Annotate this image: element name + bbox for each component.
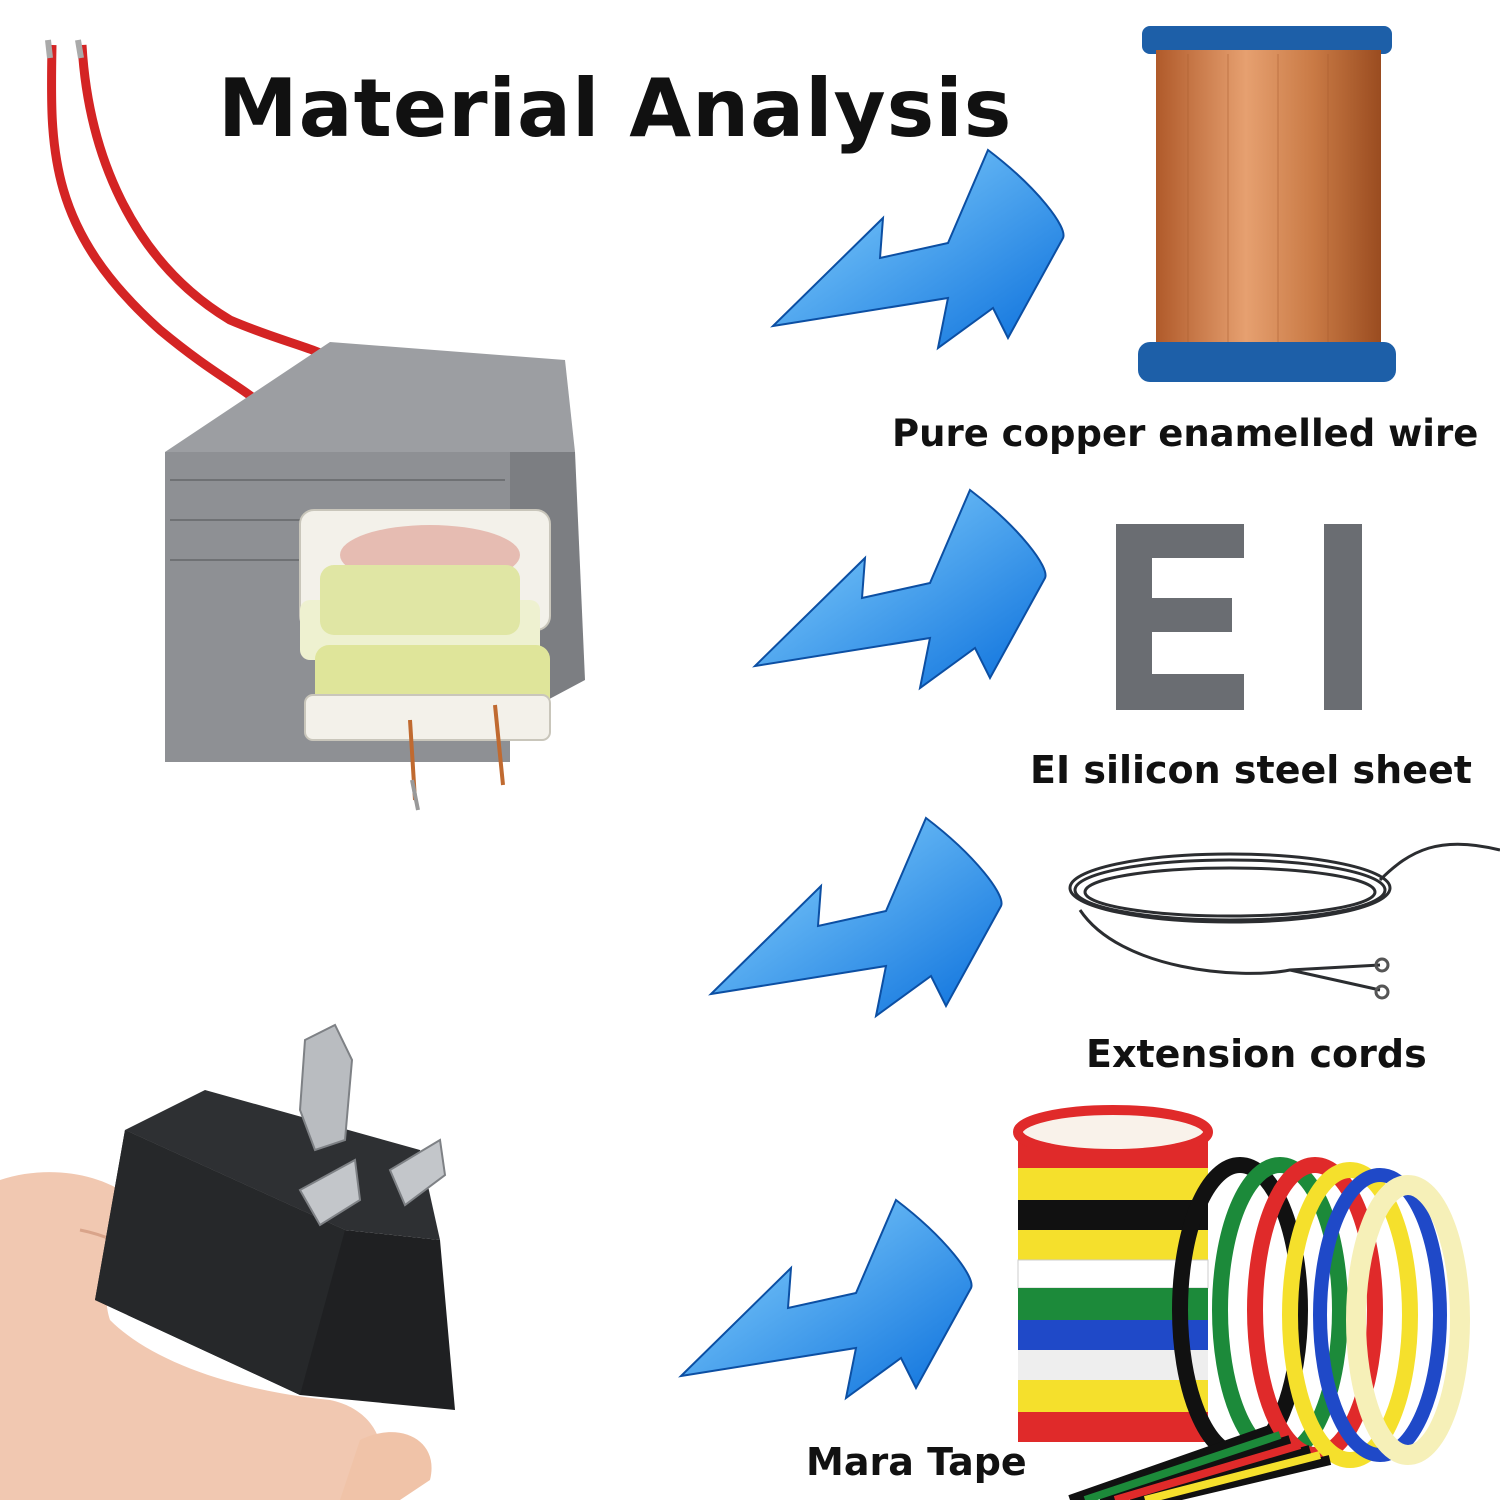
arrow-icon [678, 1198, 973, 1401]
arrow-icon [752, 488, 1047, 691]
power-adapter-image [0, 1023, 455, 1500]
copper-wire-spool-image [1138, 26, 1396, 382]
arrow-icon [770, 148, 1065, 351]
transformer-image [45, 39, 585, 811]
ei-steel-sheet-image [1116, 524, 1362, 710]
page-title: Material Analysis [218, 62, 1013, 155]
extension-cord-image [1068, 842, 1500, 1000]
arrow-icon [708, 816, 1003, 1019]
tape-rolls-image [1013, 1105, 1470, 1500]
ei-steel-sheet-label: EI silicon steel sheet [1030, 748, 1472, 792]
copper-wire-label: Pure copper enamelled wire [892, 412, 1479, 455]
tape-label: Mara Tape [806, 1440, 1027, 1484]
extension-cord-label: Extension cords [1086, 1032, 1427, 1076]
